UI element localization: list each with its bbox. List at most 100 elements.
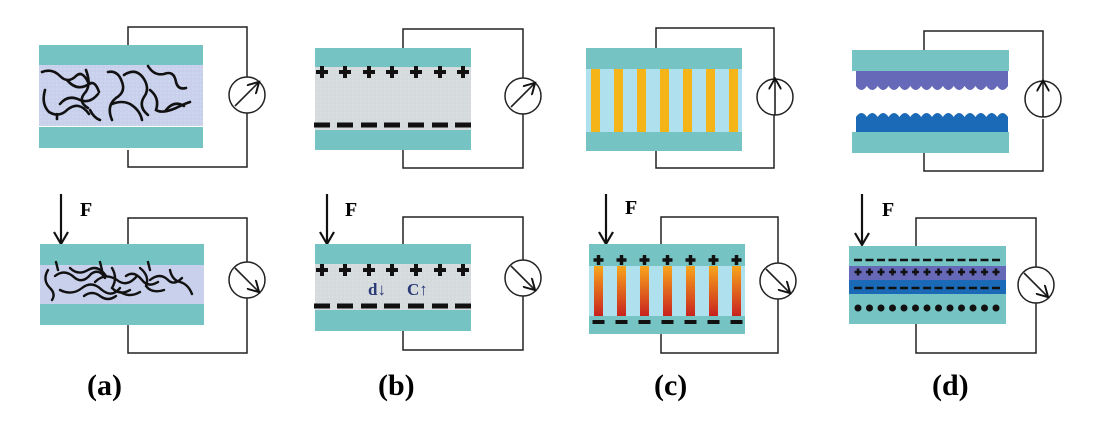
- minus-charge: [900, 286, 908, 290]
- minus-charge: [865, 258, 874, 262]
- top-electrode: [39, 45, 203, 65]
- ammeter-icon: [1024, 81, 1062, 118]
- plus-charge: [339, 264, 351, 276]
- minus-charge: [314, 122, 330, 128]
- induced-charge-dot: [935, 304, 942, 312]
- minus-charge: [980, 286, 989, 290]
- top-electrode: [586, 48, 742, 69]
- plus-charge: [434, 264, 446, 276]
- minus-charge: [854, 286, 862, 290]
- piezo-rod: [683, 69, 692, 132]
- plus-charge: [434, 66, 446, 78]
- plus-bar-v: [461, 264, 465, 276]
- minus-charge: [911, 286, 920, 290]
- plus-bar-v: [390, 264, 394, 276]
- piezo-rod-stressed: [663, 266, 672, 316]
- minus-charge: [992, 286, 1000, 290]
- triboelectric-layer-bottom: [856, 113, 1008, 132]
- minus-charge: [854, 258, 862, 262]
- conductive-filler-network: [40, 64, 192, 122]
- plus-charge: [877, 268, 885, 276]
- plus-bar-v: [461, 66, 465, 78]
- induced-charge-dot: [912, 304, 919, 312]
- plus-charge: [316, 264, 328, 276]
- plus-charge: [363, 264, 375, 276]
- piezo-rods: [591, 69, 738, 132]
- minus-charge: [684, 320, 697, 324]
- induced-charge-dot: [923, 304, 931, 312]
- negative-charges: [314, 122, 471, 128]
- top-electrode: [315, 48, 471, 67]
- plus-bar-v: [688, 255, 693, 265]
- circuit-wire: [915, 217, 1037, 354]
- minus-charge: [432, 122, 448, 128]
- plus-charge: [685, 255, 696, 265]
- voltmeter-icon: [756, 79, 794, 116]
- panel-a-compressed: F: [40, 194, 266, 354]
- piezo-rod-stressed: [594, 266, 603, 316]
- plus-charge: [854, 268, 862, 276]
- circuit-wire: [660, 216, 779, 354]
- bottom-electrode: [852, 132, 1009, 153]
- minus-charge: [455, 122, 471, 128]
- minus-charge: [615, 320, 628, 324]
- panel-a: F: [39, 26, 266, 402]
- induced-charge-dot: [866, 304, 873, 312]
- piezo-rod-stressed: [640, 266, 649, 316]
- ammeter-icon: [1017, 266, 1055, 304]
- ammeter-icon: [504, 259, 542, 297]
- force-label: F: [345, 199, 357, 221]
- plus-charge: [708, 255, 719, 265]
- plus-bar-v: [856, 268, 860, 276]
- minus-charge: [923, 286, 931, 290]
- piezo-rod: [706, 69, 715, 132]
- plus-bar-v: [596, 255, 601, 265]
- plus-charge: [889, 268, 896, 276]
- bottom-electrode: [586, 132, 742, 151]
- plus-bar-v: [642, 255, 647, 265]
- piezo-rod-stressed: [709, 266, 718, 316]
- triboelectric-layer-top: [856, 71, 1008, 90]
- piezo-rod-stressed: [732, 266, 741, 316]
- plus-bar-v: [367, 264, 371, 276]
- plus-charge: [616, 255, 627, 265]
- piezo-rod: [591, 69, 600, 132]
- plus-charge: [912, 268, 919, 276]
- minus-charge: [923, 258, 931, 262]
- induced-charge-dot: [854, 304, 862, 312]
- plus-charge: [866, 268, 873, 276]
- minus-charge: [408, 303, 424, 309]
- negative-charges: [314, 303, 471, 309]
- plus-bar-v: [734, 255, 739, 265]
- plus-charge: [958, 268, 965, 276]
- panel-b-relaxed: [314, 28, 542, 169]
- voltmeter-icon: [759, 262, 797, 300]
- force-label: F: [625, 197, 637, 219]
- plus-charge: [639, 255, 650, 265]
- piezo-rod-stressed: [686, 266, 695, 316]
- plus-bar-v: [948, 268, 952, 276]
- plus-bar-v: [994, 268, 998, 276]
- top-electrode: [40, 244, 204, 265]
- minus-charge: [638, 320, 651, 324]
- bottom-electrode: [315, 310, 471, 331]
- minus-charge: [865, 286, 874, 290]
- plus-bar-v: [879, 268, 883, 276]
- piezo-rod: [637, 69, 646, 132]
- ohmmeter-icon: [228, 76, 266, 114]
- plus-charge: [662, 255, 673, 265]
- minus-charge: [946, 258, 954, 262]
- induced-charge-dot: [877, 304, 885, 312]
- minus-charge: [888, 286, 897, 290]
- positive-charges: [316, 66, 469, 78]
- plus-bar-v: [343, 264, 347, 276]
- force-arrow: [53, 194, 69, 247]
- plus-charge: [386, 264, 398, 276]
- circuit-wire: [402, 216, 524, 351]
- minus-charge: [911, 258, 920, 262]
- minus-charge: [969, 258, 977, 262]
- plus-charge: [339, 66, 351, 78]
- induced-charge-dot: [889, 304, 896, 312]
- circuit-wire: [127, 26, 248, 168]
- panel-c: F (c): [586, 27, 797, 402]
